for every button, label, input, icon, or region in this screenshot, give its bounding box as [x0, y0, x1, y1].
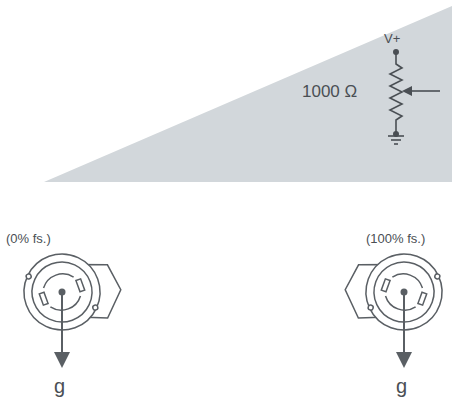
- gravity-label: g: [396, 376, 407, 396]
- scale-label: (0% fs.): [6, 232, 51, 245]
- supply-label: V+: [384, 32, 400, 45]
- slope-wedge: [44, 6, 452, 182]
- gravity-label: g: [54, 376, 65, 396]
- wiper-arrow: [402, 86, 440, 96]
- resistor-symbol: [388, 50, 404, 144]
- resistance-value: 1000 Ω: [302, 83, 357, 100]
- scale-label: (100% fs.): [366, 232, 425, 245]
- gravity-arrows: [54, 289, 412, 369]
- sensor-right: [338, 237, 453, 342]
- sensor-left: [13, 237, 128, 342]
